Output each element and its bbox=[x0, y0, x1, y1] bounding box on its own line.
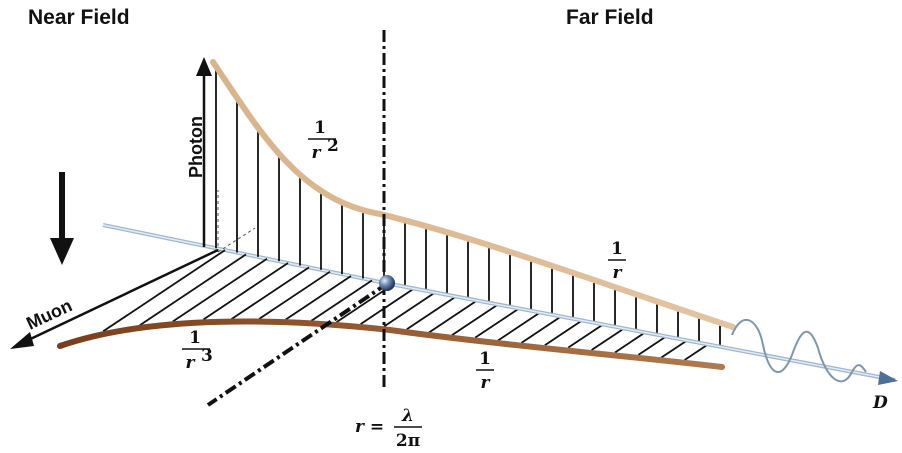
muon-axis bbox=[10, 248, 219, 349]
muon-hatch-line bbox=[520, 315, 562, 344]
muon-hatch-line bbox=[258, 270, 331, 320]
svg-text:2π: 2π bbox=[396, 431, 420, 451]
source-ball-icon bbox=[379, 275, 395, 291]
svg-text:1: 1 bbox=[314, 118, 326, 138]
distance-axis-front bbox=[384, 281, 898, 385]
svg-text:r =: r = bbox=[355, 417, 384, 437]
muon-field-hatching bbox=[102, 249, 709, 361]
muon-hatch-line bbox=[406, 295, 457, 331]
fraction-inv-r3: 1 r 3 bbox=[182, 328, 213, 373]
wave-icon bbox=[731, 319, 867, 383]
near-field-title: Near Field bbox=[28, 6, 130, 29]
muon-hatch-line bbox=[428, 299, 478, 334]
svg-text:1: 1 bbox=[479, 349, 491, 369]
svg-text:1: 1 bbox=[189, 328, 201, 348]
muon-hatch-line bbox=[285, 275, 352, 321]
svg-text:1: 1 bbox=[611, 239, 623, 259]
muon-hatch-line bbox=[231, 266, 310, 320]
muon-hatch-line bbox=[102, 249, 226, 333]
far-field-title: Far Field bbox=[566, 6, 654, 29]
boundary-formula: r = λ 2π bbox=[355, 406, 422, 451]
photon-field-curve bbox=[210, 59, 736, 330]
muon-hatch-line bbox=[614, 331, 646, 354]
muon-hatch-line bbox=[474, 307, 520, 339]
muon-hatch-line bbox=[660, 339, 688, 359]
photon-axis-label: Photon bbox=[186, 116, 206, 178]
svg-text:r: r bbox=[312, 143, 322, 163]
svg-text:r: r bbox=[613, 263, 623, 283]
down-arrow-icon bbox=[50, 172, 74, 265]
boundary-line-diagonal bbox=[206, 281, 390, 407]
muon-hatch-line bbox=[497, 311, 541, 342]
fraction-inv-r2: 1 r 2 bbox=[308, 118, 339, 163]
svg-text:2: 2 bbox=[327, 136, 339, 156]
muon-hatch-line bbox=[637, 335, 667, 356]
muon-axis-label: Muon bbox=[23, 295, 75, 333]
muon-hatch-line bbox=[684, 343, 709, 361]
photon-axis bbox=[196, 57, 212, 247]
muon-hatch-line bbox=[360, 287, 415, 325]
distance-axis bbox=[102, 223, 386, 285]
muon-hatch-line bbox=[310, 279, 373, 322]
svg-text:3: 3 bbox=[201, 346, 213, 366]
fraction-inv-r-lower: 1 r bbox=[476, 349, 494, 393]
muon-hatch-line bbox=[139, 253, 247, 326]
muon-field-curve bbox=[57, 318, 725, 370]
muon-hatch-line bbox=[567, 323, 604, 349]
muon-hatch-line bbox=[451, 303, 499, 337]
svg-text:r: r bbox=[481, 373, 491, 393]
muon-hatch-line bbox=[383, 291, 436, 328]
svg-text:λ: λ bbox=[401, 406, 414, 426]
origin-guides bbox=[217, 190, 256, 253]
distance-axis-label: D bbox=[872, 393, 888, 413]
fraction-inv-r-upper: 1 r bbox=[608, 239, 626, 283]
photon-field-hatching bbox=[215, 69, 721, 347]
muon-hatch-line bbox=[172, 257, 268, 323]
muon-hatch-line bbox=[202, 262, 289, 321]
muon-hatch-line bbox=[544, 319, 583, 347]
svg-text:r: r bbox=[186, 353, 196, 373]
muon-hatch-line bbox=[591, 327, 625, 351]
